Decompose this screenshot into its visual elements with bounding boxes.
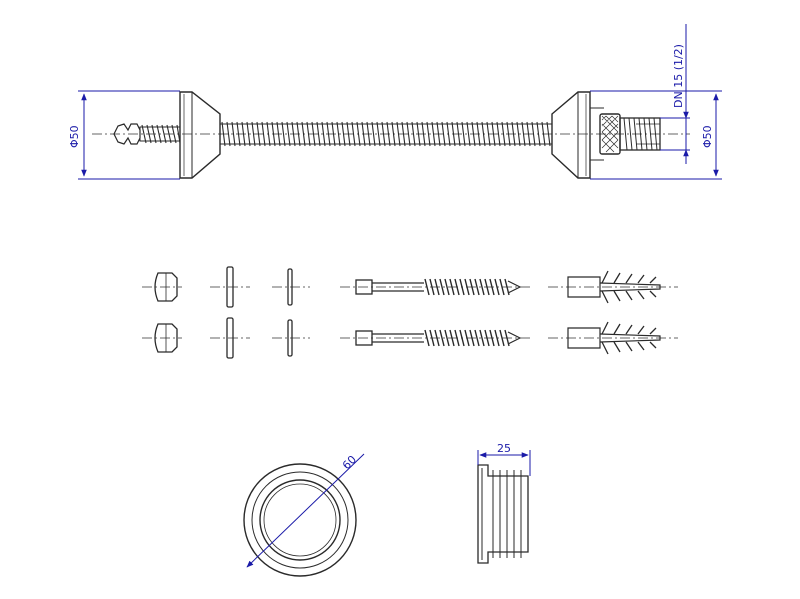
male-thread-end — [619, 117, 661, 151]
thread-size-dimension: DN 15 (1/2) — [660, 24, 690, 164]
fastener-row-1 — [142, 266, 678, 308]
washer-thick — [226, 317, 234, 359]
thread-size-label: DN 15 (1/2) — [672, 44, 685, 108]
seal-width-label: 25 — [497, 442, 511, 455]
seal-ring-front-view: 60 — [243, 453, 365, 577]
cap-nut — [154, 272, 178, 302]
right-diameter-label: Φ50 — [701, 125, 714, 148]
washer-thin — [287, 268, 293, 306]
wood-screw — [355, 278, 522, 296]
connector-assembly: Φ50 Φ50 DN 15 (1/2) — [68, 24, 722, 180]
fastener-row-2 — [142, 317, 678, 359]
flexible-hose — [220, 121, 552, 147]
wood-screw — [355, 329, 522, 347]
right-rosette — [551, 91, 604, 179]
wall-plug — [567, 270, 661, 304]
left-diameter-label: Φ50 — [68, 125, 81, 148]
seal-ring-side-view: 25 — [477, 442, 531, 564]
seal-diameter-label: 60 — [340, 453, 359, 472]
washer-thin — [287, 319, 293, 357]
washer-thick — [226, 266, 234, 308]
left-rosette — [179, 91, 221, 179]
right-diameter-dimension: Φ50 — [590, 90, 722, 180]
wall-plug — [567, 321, 661, 355]
fasteners — [142, 266, 678, 359]
cap-nut — [154, 323, 178, 353]
left-diameter-dimension: Φ50 — [68, 90, 180, 180]
